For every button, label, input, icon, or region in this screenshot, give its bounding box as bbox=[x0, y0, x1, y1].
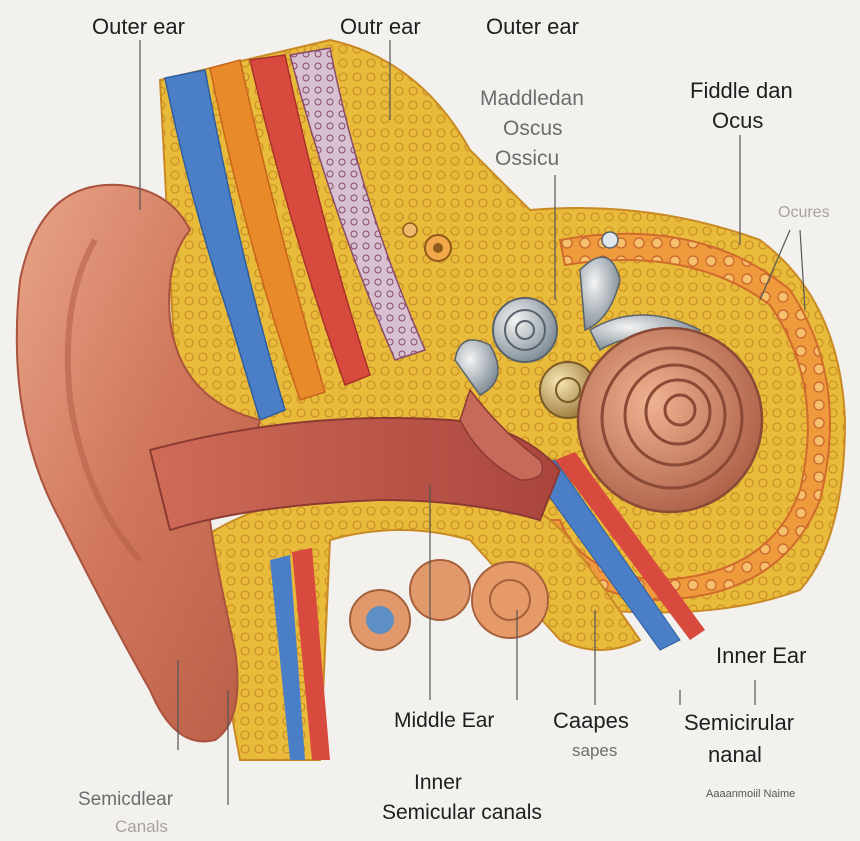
vein-lower bbox=[270, 555, 305, 760]
label-semicdlear: Semicdlear bbox=[78, 789, 174, 810]
label-caapes: Caapes bbox=[553, 708, 629, 733]
label-canals: Canals bbox=[115, 817, 168, 836]
label-semicular-canals: Semicular canals bbox=[382, 801, 542, 824]
artery-upper bbox=[209, 59, 326, 401]
artery-diagonal bbox=[555, 452, 705, 640]
lower-tube-3 bbox=[471, 561, 549, 639]
malleus-coil bbox=[492, 297, 558, 363]
label-nanal: nanal bbox=[708, 742, 762, 767]
signature-text: Aaaanmoiil Naime bbox=[706, 788, 796, 800]
artery-lower bbox=[292, 548, 330, 760]
hook-bone bbox=[454, 339, 499, 396]
label-ocures: Ocures bbox=[778, 204, 830, 221]
label-outer-ear-2: Outr ear bbox=[340, 14, 421, 39]
label-oscus: Oscus bbox=[503, 117, 563, 140]
label-middle-ear: Middle Ear bbox=[394, 709, 495, 732]
vein-upper bbox=[164, 69, 286, 422]
artery-red-upper bbox=[249, 54, 371, 386]
label-semicirular: Semicirular bbox=[684, 710, 795, 735]
label-outer-ear-3: Outer ear bbox=[486, 14, 579, 39]
label-inner-ear: Inner Ear bbox=[716, 643, 807, 668]
nerve-layer bbox=[289, 47, 427, 361]
label-ocus: Ocus bbox=[712, 108, 764, 133]
auricle-fold bbox=[64, 238, 143, 563]
label-sapes: sapes bbox=[572, 741, 618, 760]
label-fiddle-dan: Fiddle dan bbox=[690, 78, 793, 103]
leader-lines bbox=[139, 40, 806, 805]
label-ossicu: Ossicu bbox=[495, 147, 560, 170]
label-maddledan: Maddledan bbox=[480, 87, 584, 110]
label-inner: Inner bbox=[414, 771, 462, 794]
lower-tube-2 bbox=[409, 559, 471, 621]
ear-canal bbox=[148, 417, 562, 532]
incus bbox=[579, 256, 621, 332]
eardrum-tissue bbox=[459, 388, 544, 481]
label-outer-ear-1: Outer ear bbox=[92, 14, 185, 39]
auricle bbox=[15, 183, 262, 743]
